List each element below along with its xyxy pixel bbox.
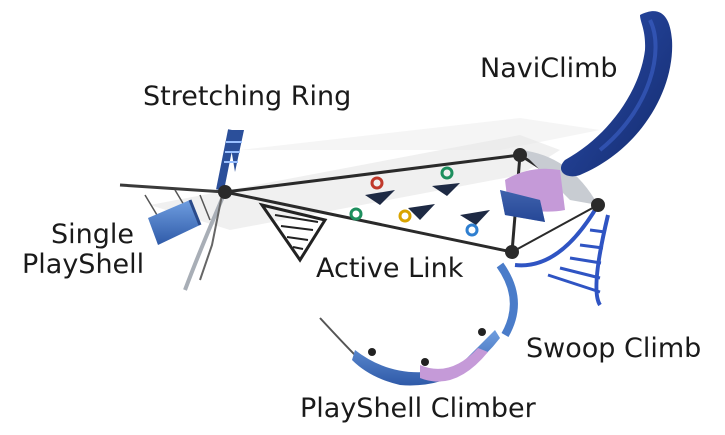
stretching-ring bbox=[199, 129, 244, 281]
label-naviclimb: NaviClimb bbox=[480, 53, 618, 84]
label-stretching-ring: Stretching Ring bbox=[143, 81, 352, 112]
naviclimb-slide bbox=[560, 11, 673, 177]
joint-nodes bbox=[218, 148, 605, 259]
label-single-playshell: Single PlayShell bbox=[22, 219, 145, 280]
label-swoop-climb: Swoop Climb bbox=[526, 333, 702, 364]
playshell-climber bbox=[319, 262, 518, 386]
central-deck bbox=[500, 150, 598, 222]
single-playshell-seat bbox=[148, 199, 202, 245]
swoop-climb bbox=[514, 203, 610, 307]
ground-shadows bbox=[150, 118, 600, 230]
climbing-net bbox=[258, 202, 328, 263]
active-link bbox=[349, 166, 490, 237]
label-playshell-climber: PlayShell Climber bbox=[300, 393, 536, 424]
label-active-link: Active Link bbox=[316, 253, 464, 284]
